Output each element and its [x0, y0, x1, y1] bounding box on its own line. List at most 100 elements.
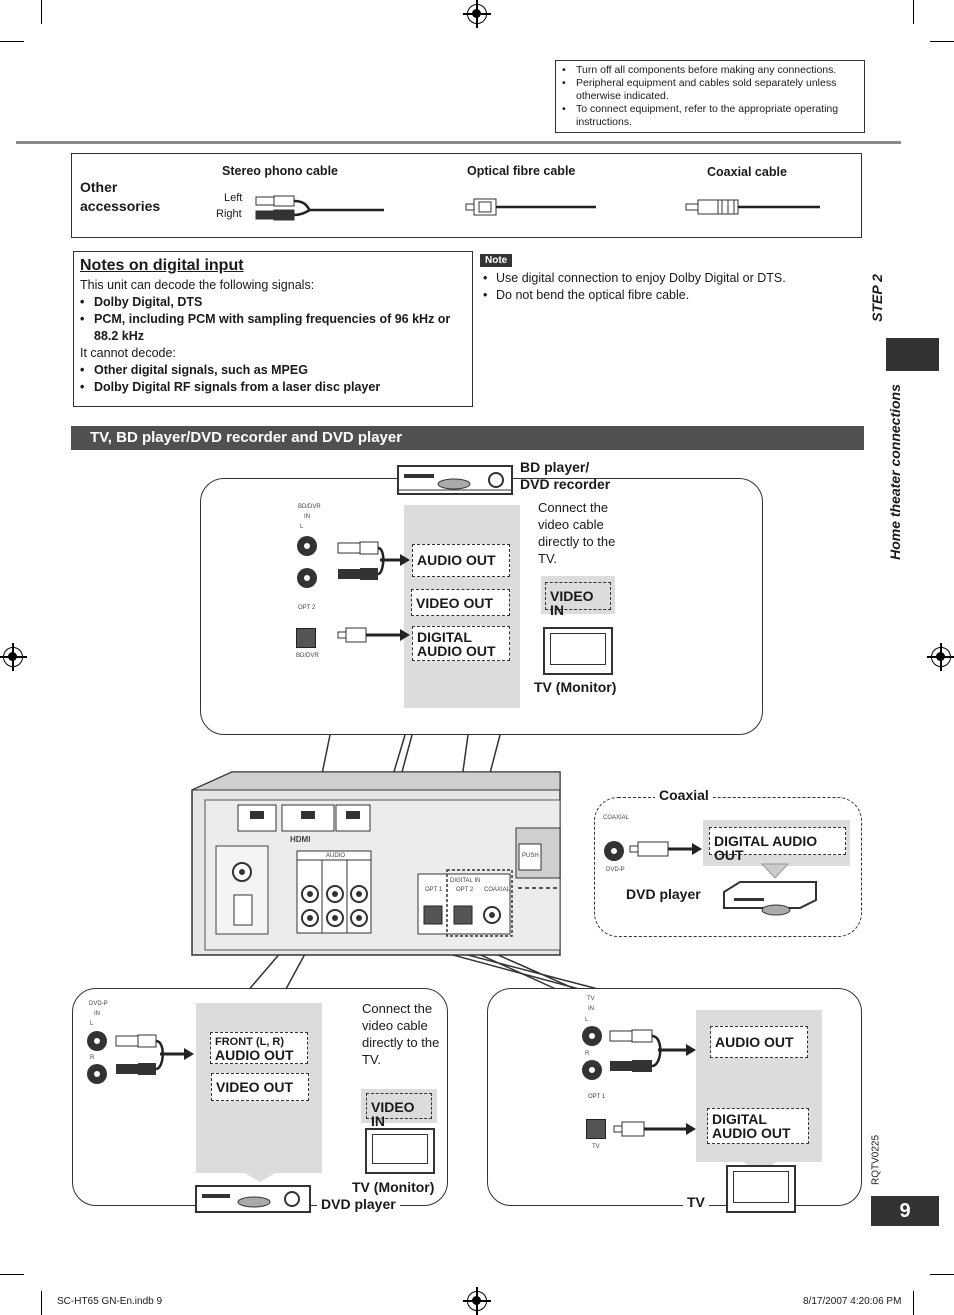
- coaxial-jack-label: COAXIAL: [603, 815, 630, 821]
- precaution-item: To connect equipment, refer to the appro…: [562, 103, 858, 129]
- dvd-audio-jack-r: [87, 1064, 107, 1084]
- decodable-signal: PCM, including PCM with sampling frequen…: [80, 311, 466, 345]
- right-label: Right: [216, 208, 242, 220]
- tv-device-label: TV: [683, 1194, 709, 1211]
- connection-precautions: Turn off all components before making an…: [555, 60, 865, 133]
- registration-mark-icon: [463, 0, 491, 28]
- tv-opt-label: OPT 1: [588, 1094, 606, 1100]
- tv-audio-jack-r: [582, 1060, 602, 1080]
- tv-jack-r: R: [585, 1051, 590, 1057]
- bd-audio-jack-r: [297, 568, 317, 588]
- footer-file: SC-HT65 GN-En.indb 9: [57, 1296, 163, 1307]
- page-number: 9: [871, 1196, 939, 1226]
- dvd-jack-label: DVD-P: [89, 1001, 108, 1007]
- crop-mark: [41, 0, 42, 24]
- bd-opt-label: OPT 2: [298, 605, 316, 611]
- dvd-audio-jack-l: [87, 1031, 107, 1051]
- dvd-tv-monitor-label: TV (Monitor): [352, 1179, 435, 1195]
- bd-optical-jack: [296, 628, 316, 648]
- dvd-connect-note: Connect the video cable directly to the …: [362, 1001, 440, 1067]
- divider: [16, 141, 901, 144]
- tv-opt-sub-label: TV: [592, 1144, 600, 1150]
- tv-icon: [726, 1165, 796, 1213]
- coaxial-jack-sub: DVD-P: [606, 867, 625, 873]
- tv-monitor-icon: [365, 1128, 435, 1174]
- cannot-decode-intro: It cannot decode:: [80, 346, 176, 360]
- hdmi-logo: HDMI: [290, 835, 311, 844]
- tv-monitor-icon: [543, 627, 613, 675]
- precaution-item: Turn off all components before making an…: [562, 64, 858, 77]
- tv-jack-in: IN: [588, 1006, 594, 1012]
- bd-jack-in: IN: [304, 514, 310, 520]
- crop-mark: [913, 0, 914, 24]
- dvd-front-audio-out: FRONT (L, R) AUDIO OUT: [210, 1032, 308, 1064]
- accessories-title: Other accessories: [80, 179, 161, 214]
- bd-cable-icons: [337, 541, 410, 643]
- bd-audio-out: AUDIO OUT: [412, 544, 510, 577]
- accessories-box: Other accessories Stereo phono cable Opt…: [71, 153, 862, 238]
- dvd-cable-icons: [115, 1034, 194, 1075]
- registration-mark-icon: [927, 643, 954, 671]
- crop-mark: [41, 1291, 42, 1315]
- crop-mark: [0, 41, 24, 42]
- crop-mark: [0, 1274, 24, 1275]
- opt2-label: OPT 2: [456, 887, 474, 893]
- coaxial-label: COAXIAL: [484, 887, 511, 893]
- coaxial-cable-label: Coaxial cable: [707, 165, 787, 179]
- digital-in-label: DIGITAL IN: [450, 878, 481, 884]
- coaxial-title: Coaxial: [655, 787, 713, 804]
- bd-video-in: VIDEO IN: [545, 582, 611, 617]
- dvd-video-out: VIDEO OUT: [211, 1073, 309, 1101]
- dvd-player-icon: [723, 881, 817, 916]
- bd-connect-note: Connect the video cable directly to the …: [538, 500, 616, 566]
- bd-video-out: VIDEO OUT: [411, 589, 510, 616]
- bd-jack-l: L: [300, 524, 304, 530]
- optical-cable-label: Optical fibre cable: [467, 164, 576, 178]
- down-arrow-icon: [240, 1170, 280, 1182]
- registration-mark-icon: [463, 1287, 491, 1315]
- dvd-jack-l: L: [90, 1021, 94, 1027]
- opt1-label: OPT 1: [425, 887, 443, 893]
- dvd-player-icon: [195, 1185, 311, 1213]
- bd-device-label: BD player/ DVD recorder: [520, 459, 611, 492]
- tv-jack-l: L: [585, 1017, 589, 1023]
- dvd-jack-r: R: [90, 1055, 95, 1061]
- dvd-jack-in: IN: [94, 1011, 100, 1017]
- digital-notes-intro: This unit can decode the following signa…: [80, 278, 315, 292]
- footer-date: 8/17/2007 4:20:06 PM: [803, 1296, 902, 1307]
- note-item: Do not bend the optical fibre cable.: [480, 287, 860, 304]
- non-decodable-signal: Other digital signals, such as MPEG: [80, 362, 466, 379]
- step-tab-marker: [886, 338, 939, 371]
- tv-jack-label: TV: [587, 996, 595, 1002]
- decodable-signal: Dolby Digital, DTS: [80, 294, 466, 311]
- stereo-cable-label: Stereo phono cable: [222, 164, 338, 178]
- dvd-device-label: DVD player: [317, 1196, 400, 1213]
- digital-notes-heading: Notes on digital input: [80, 257, 244, 274]
- bd-opt-sub-label: BD/DVR: [296, 653, 319, 659]
- bd-digital-audio-out: DIGITAL AUDIO OUT: [412, 626, 510, 661]
- bd-tv-monitor-label: TV (Monitor): [534, 679, 617, 695]
- coaxial-digital-audio-out: DIGITAL AUDIO OUT: [709, 827, 846, 862]
- crop-mark: [930, 41, 954, 42]
- coaxial-device-label: DVD player: [626, 886, 701, 902]
- section-title: TV, BD player/DVD recorder and DVD playe…: [71, 426, 864, 450]
- digital-input-notes: Notes on digital input This unit can dec…: [73, 251, 473, 407]
- dvd-video-in: VIDEO IN: [366, 1093, 432, 1128]
- tv-audio-out: AUDIO OUT: [710, 1026, 808, 1058]
- dvd-audio-out-label: AUDIO OUT: [215, 1047, 294, 1063]
- note-section: Note Use digital connection to enjoy Dol…: [480, 251, 860, 304]
- note-item: Use digital connection to enjoy Dolby Di…: [480, 270, 860, 287]
- crop-mark: [930, 1274, 954, 1275]
- push-label: PUSH: [522, 853, 539, 859]
- coaxial-jack: [604, 841, 624, 861]
- precaution-item: Peripheral equipment and cables sold sep…: [562, 77, 858, 103]
- left-label: Left: [224, 192, 243, 204]
- coaxial-cable-icon: [685, 199, 820, 215]
- optical-cable-icon: [465, 198, 596, 216]
- tv-cable-icons: [609, 1029, 696, 1137]
- tv-digital-audio-out: DIGITAL AUDIO OUT: [707, 1108, 809, 1144]
- down-arrow-icon: [760, 863, 790, 879]
- audio-label: AUDIO: [326, 853, 346, 859]
- note-badge: Note: [480, 254, 513, 267]
